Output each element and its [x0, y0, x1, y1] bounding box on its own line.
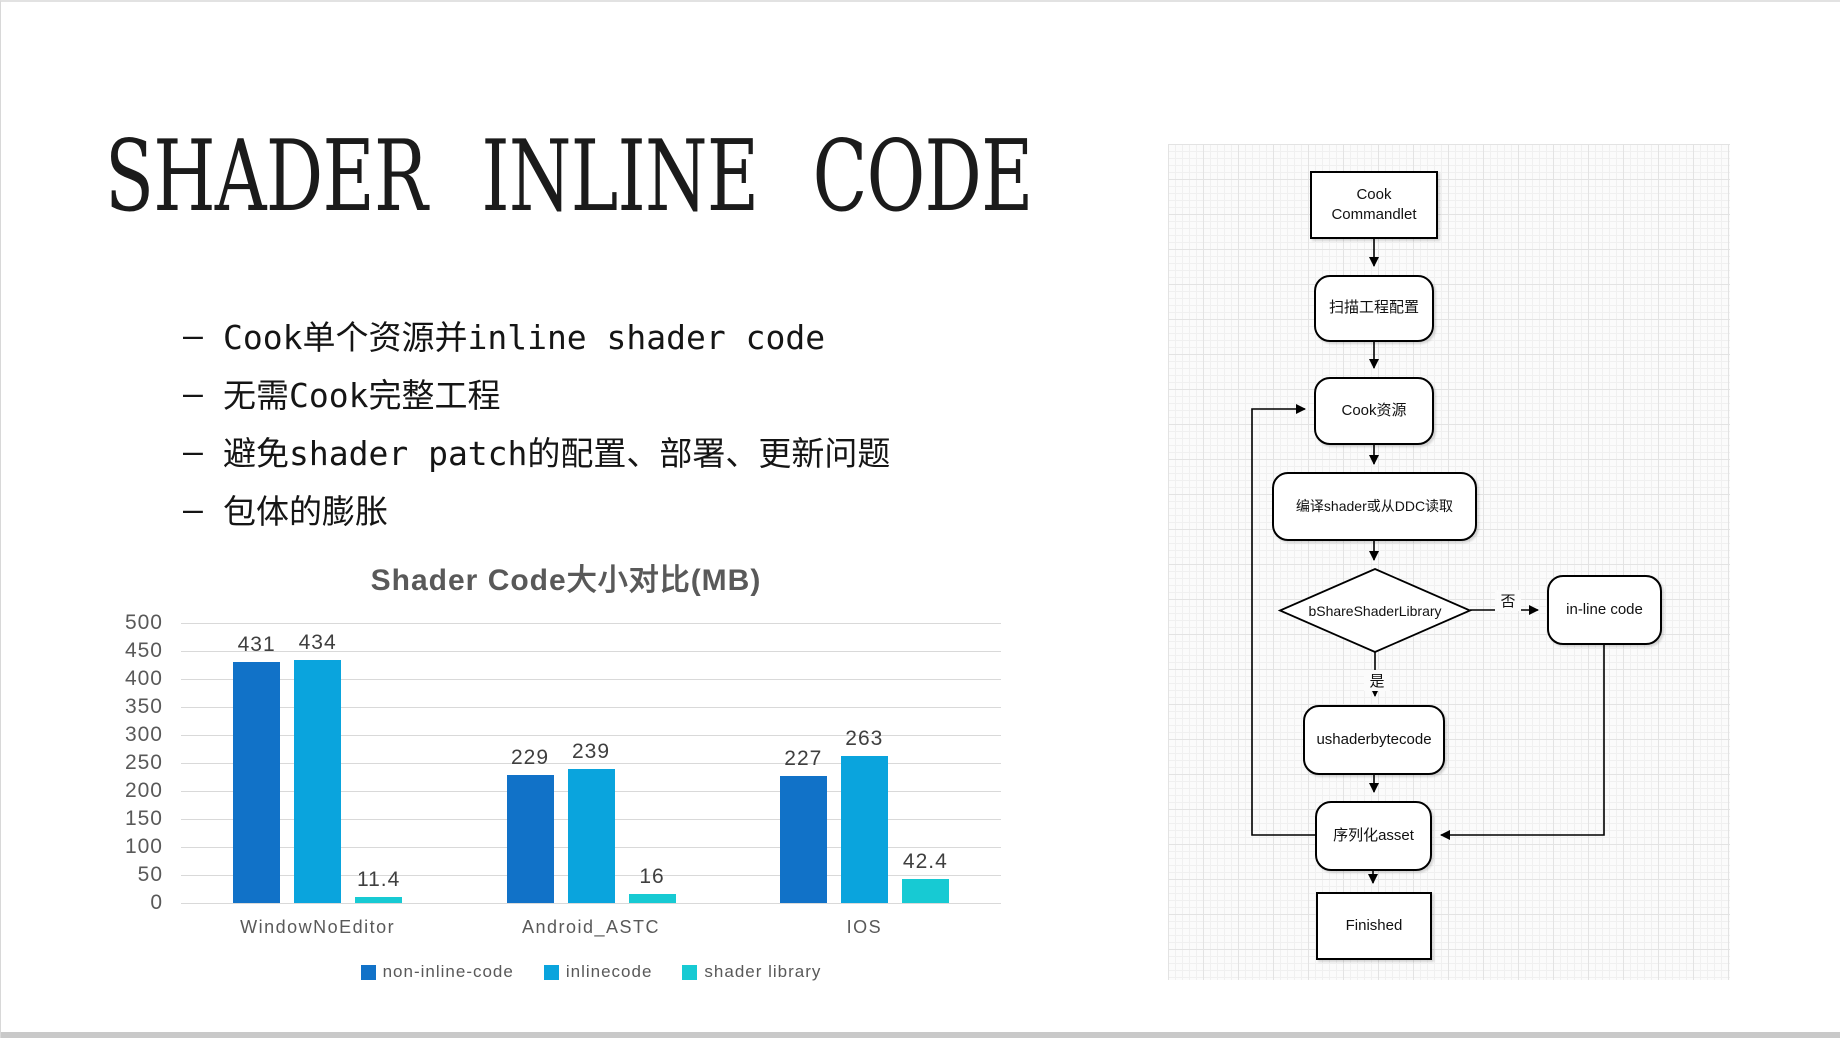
bar-inlinecode [840, 755, 888, 903]
bullet-item: – 包体的膨胀 [183, 480, 943, 538]
bar-shader-library [628, 894, 676, 903]
gridline [181, 623, 1001, 624]
page-title: SHADER INLINE CODE [105, 120, 1033, 234]
y-axis-tick: 300 [124, 723, 163, 746]
chart-plot-area: 0 50 100 150 200 250 300 350 400 450 500 431 434 11.4… [101, 547, 1011, 992]
bar-non-inline-code [779, 775, 827, 903]
chart-legend: non-inline-code inlinecode shader library [181, 959, 1001, 985]
bullet-list: – Cook单个资源并inline shader code – 无需Cook完整… [183, 306, 943, 538]
bottom-divider [1, 1032, 1840, 1038]
y-axis-tick: 500 [124, 611, 163, 634]
bar-shader-library [901, 879, 949, 903]
bar-value-label: 431 [237, 632, 276, 656]
bar-inlinecode [294, 659, 342, 903]
legend-item: inlinecode [543, 962, 653, 982]
gridline [181, 679, 1001, 680]
bar-value-label: 239 [571, 740, 611, 764]
bullet-item: – 避免shader patch的配置、部署、更新问题 [183, 422, 943, 480]
bullet-text: 包体的膨胀 [223, 492, 388, 531]
flow-node-ushaderbytecode: ushaderbytecode [1303, 705, 1445, 775]
bar-value-label: 263 [845, 726, 884, 750]
bar-value-label: 42.4 [902, 850, 948, 874]
legend-swatch [543, 964, 559, 980]
gridline [181, 707, 1001, 708]
flow-node-scan-config: 扫描工程配置 [1314, 275, 1434, 342]
flow-node-inline-code: in-line code [1547, 575, 1662, 645]
bar-non-inline-code [233, 661, 281, 903]
bar-non-inline-code [506, 774, 554, 903]
y-axis-tick: 150 [124, 807, 163, 830]
flowchart-connectors [1251, 239, 1605, 884]
bullet-marker: – [183, 489, 203, 529]
flow-node-compile-shader: 编译shader或从DDC读取 [1272, 472, 1477, 541]
y-axis-tick: 450 [124, 639, 163, 662]
gridline [181, 903, 1001, 904]
bullet-marker: – [183, 315, 203, 355]
bar-value-label: 434 [298, 630, 337, 654]
bullet-marker: – [183, 373, 203, 413]
flow-node-serialize-asset: 序列化asset [1315, 801, 1432, 871]
gridline [181, 763, 1001, 764]
bar-value-label: 229 [510, 745, 550, 769]
bar-chart: Shader Code大小对比(MB) 0 50 100 150 200 250 300 35… [101, 547, 1011, 992]
bar-value-label: 227 [784, 746, 823, 770]
bullet-text: Cook单个资源并inline shader code [223, 318, 826, 357]
edge-label-yes: 是 [1364, 670, 1390, 691]
bullet-text: 无需Cook完整工程 [223, 376, 501, 415]
bullet-item: – Cook单个资源并inline shader code [183, 306, 943, 364]
chart-title: Shader Code大小对比(MB) [370, 564, 762, 597]
legend-label: shader library [704, 962, 822, 981]
y-axis-tick: 250 [124, 751, 163, 774]
y-axis-tick: 350 [124, 695, 163, 718]
x-axis-label: IOS [846, 917, 883, 937]
legend-swatch [682, 964, 698, 980]
legend-item: shader library [682, 962, 821, 982]
flow-node-cook-resource: Cook资源 [1314, 377, 1434, 445]
bar-value-label: 11.4 [356, 867, 401, 891]
legend-item: non-inline-code [360, 962, 514, 982]
y-axis-tick: 50 [137, 863, 163, 886]
legend-swatch [360, 964, 376, 980]
edge-label-no: 否 [1495, 590, 1521, 611]
flow-node-finished: Finished [1316, 892, 1432, 960]
bullet-text: 避免shader patch的配置、部署、更新问题 [223, 434, 891, 473]
bullet-item: – 无需Cook完整工程 [183, 364, 943, 422]
gridline [181, 651, 1001, 652]
gridline [181, 735, 1001, 736]
x-axis-label: WindowNoEditor [240, 917, 396, 937]
y-axis-tick: 200 [124, 779, 163, 802]
legend-label: inlinecode [565, 962, 653, 981]
y-axis-tick: 400 [124, 667, 163, 690]
bullet-marker: – [183, 431, 203, 471]
y-axis-tick: 100 [124, 835, 163, 858]
bar-shader-library [355, 896, 403, 903]
bar-inlinecode [567, 769, 615, 903]
x-axis-label: Android_ASTC [521, 917, 661, 937]
flow-node-cook-commandlet: Cook Commandlet [1310, 171, 1438, 239]
bar-value-label: 16 [639, 865, 665, 889]
flowchart-panel: Cook Commandlet 扫描工程配置 Cook资源 编译shader或从… [1168, 144, 1730, 980]
legend-label: non-inline-code [382, 962, 514, 981]
flow-node-decision: bShareShaderLibrary [1308, 602, 1442, 619]
y-axis-tick: 0 [150, 891, 163, 914]
